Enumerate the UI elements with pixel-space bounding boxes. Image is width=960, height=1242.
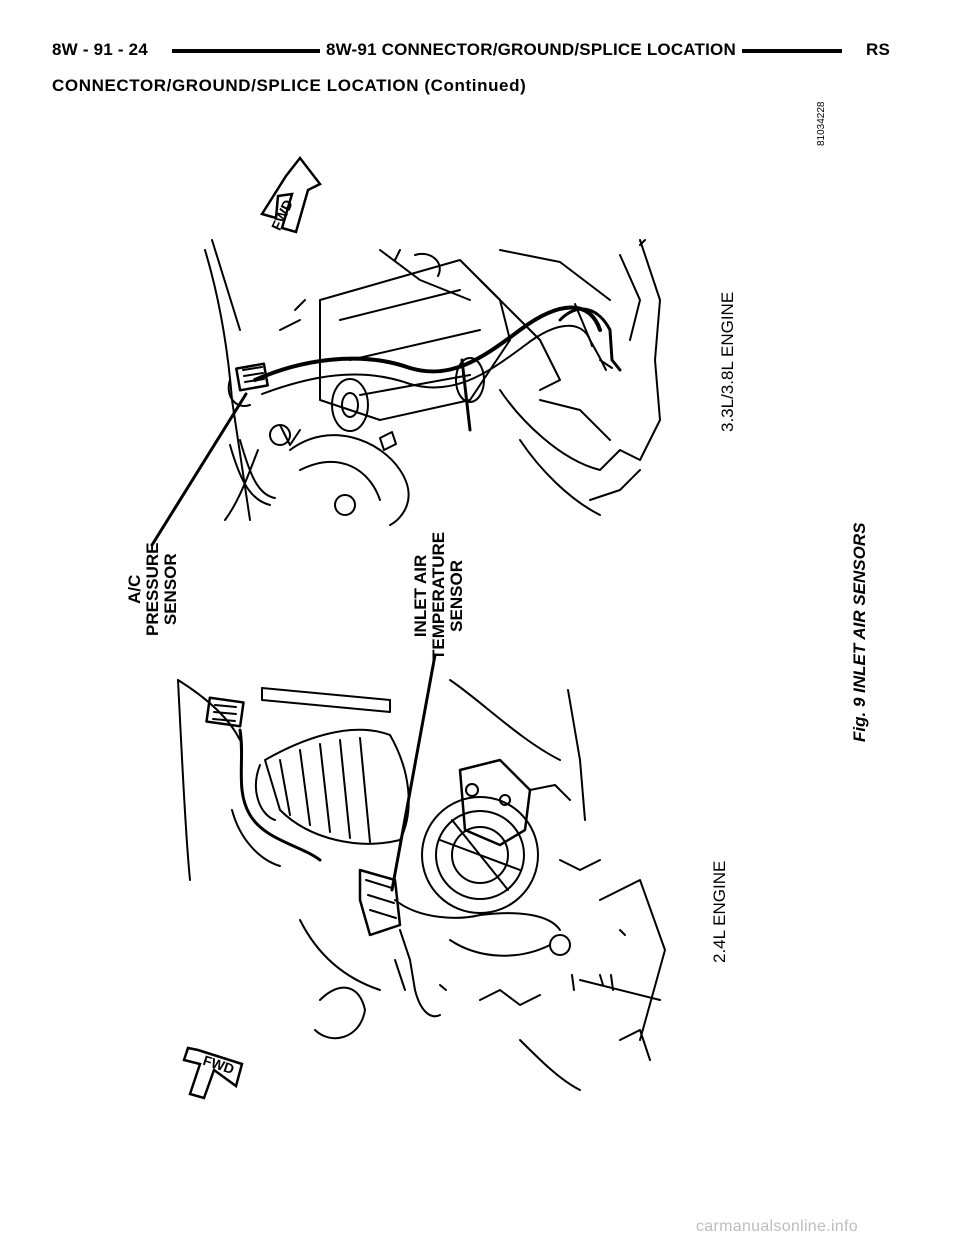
inlet-air-sensor-leader-line — [390, 653, 437, 892]
engine-33-38-drawing — [204, 239, 661, 526]
figure-caption: Fig. 9 INLET AIR SENSORS — [850, 522, 869, 742]
ac-sensor-leader-line — [150, 392, 248, 547]
section-title: 8W-91 CONNECTOR/GROUND/SPLICE LOCATION — [320, 40, 742, 60]
art-number: 81034228 — [816, 101, 827, 147]
engine-24-drawing — [177, 679, 666, 1091]
page-header: 8W - 91 - 24 8W-91 CONNECTOR/GROUND/SPLI… — [52, 40, 890, 66]
callout-inlet-line-1: INLET AIR — [411, 554, 430, 638]
callout-inlet-line-3: SENSOR — [447, 560, 466, 632]
model-code: RS — [859, 40, 890, 60]
page-subtitle: CONNECTOR/GROUND/SPLICE LOCATION (Contin… — [52, 76, 527, 95]
watermark: carmanualsonline.info — [696, 1218, 858, 1235]
engine-label-33-38: 3.3L/3.8L ENGINE — [718, 291, 737, 432]
fwd-arrow-bottom — [182, 1046, 244, 1100]
engine-label-24: 2.4L ENGINE — [710, 860, 729, 963]
ac-pressure-sensor-callout: A/C PRESSURE SENSOR — [125, 542, 180, 636]
header-rule-right — [692, 49, 842, 53]
fwd-arrow-top — [260, 155, 322, 234]
page-code: 8W - 91 - 24 — [52, 40, 154, 60]
callout-inlet-line-2: TEMPERATURE — [429, 531, 448, 660]
inlet-air-temperature-sensor-callout: INLET AIR TEMPERATURE SENSOR — [411, 531, 466, 660]
callout-ac-line-2: PRESSURE — [143, 542, 162, 636]
header-rule-left — [172, 49, 372, 53]
callout-ac-line-3: SENSOR — [161, 553, 180, 626]
callout-ac-line-1: A/C — [125, 574, 144, 604]
